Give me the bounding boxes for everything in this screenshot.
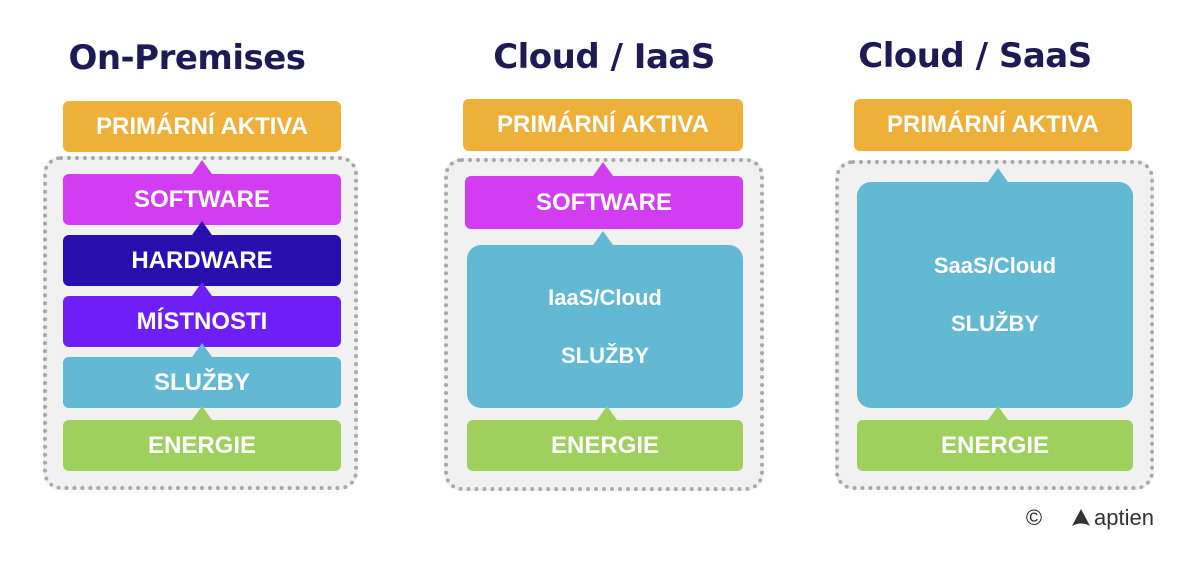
primary-assets-box: PRIMÁRNÍ AKTIVA [463, 99, 743, 151]
footer: © aptien [1026, 505, 1154, 531]
saas-services-box: SaaS/Cloud SLUŽBY [857, 182, 1133, 408]
arrow-up-icon [192, 221, 212, 235]
services-box: SLUŽBY [63, 357, 341, 408]
arrow-up-icon [593, 162, 613, 176]
arrow-up-icon [192, 282, 212, 296]
primary-assets-box: PRIMÁRNÍ AKTIVA [854, 99, 1132, 151]
energy-box: ENERGIE [857, 420, 1133, 471]
software-box: SOFTWARE [465, 176, 743, 229]
arrow-up-icon [192, 343, 212, 357]
column-title: Cloud / SaaS [858, 36, 1092, 76]
service-name-label: SaaS/Cloud [933, 253, 1057, 278]
column-title: Cloud / IaaS [493, 37, 715, 77]
rooms-box: MÍSTNOSTI [63, 296, 341, 347]
logo-text: aptien [1094, 505, 1154, 530]
services-label: SLUŽBY [561, 342, 649, 368]
arrow-up-icon [597, 406, 617, 420]
arrow-up-icon [988, 168, 1008, 182]
aptien-logo-icon [1072, 509, 1091, 526]
energy-box: ENERGIE [467, 420, 743, 471]
hardware-box: HARDWARE [63, 235, 341, 286]
column-cloud-saas: Cloud / SaaS PRIMÁRNÍ AKTIVA SaaS/Cloud … [835, 0, 1154, 561]
service-name-label: IaaS/Cloud [548, 284, 662, 310]
column-cloud-iaas: Cloud / IaaS PRIMÁRNÍ AKTIVA SOFTWARE Ia… [444, 0, 764, 561]
arrow-up-icon [593, 231, 613, 245]
software-box: SOFTWARE [63, 174, 341, 225]
column-title: On-Premises [68, 38, 306, 78]
energy-box: ENERGIE [63, 420, 341, 471]
iaas-services-box: IaaS/Cloud SLUŽBY [467, 245, 743, 408]
arrow-up-icon [988, 406, 1008, 420]
services-label: SLUŽBY [951, 311, 1039, 336]
arrow-up-icon [192, 406, 212, 420]
arrow-up-icon [192, 160, 212, 174]
column-on-premises: On-Premises PRIMÁRNÍ AKTIVA SOFTWARE HAR… [37, 0, 358, 561]
copyright-icon: © [1025, 505, 1043, 530]
primary-assets-box: PRIMÁRNÍ AKTIVA [63, 101, 341, 152]
aptien-logo: aptien [1070, 505, 1154, 531]
